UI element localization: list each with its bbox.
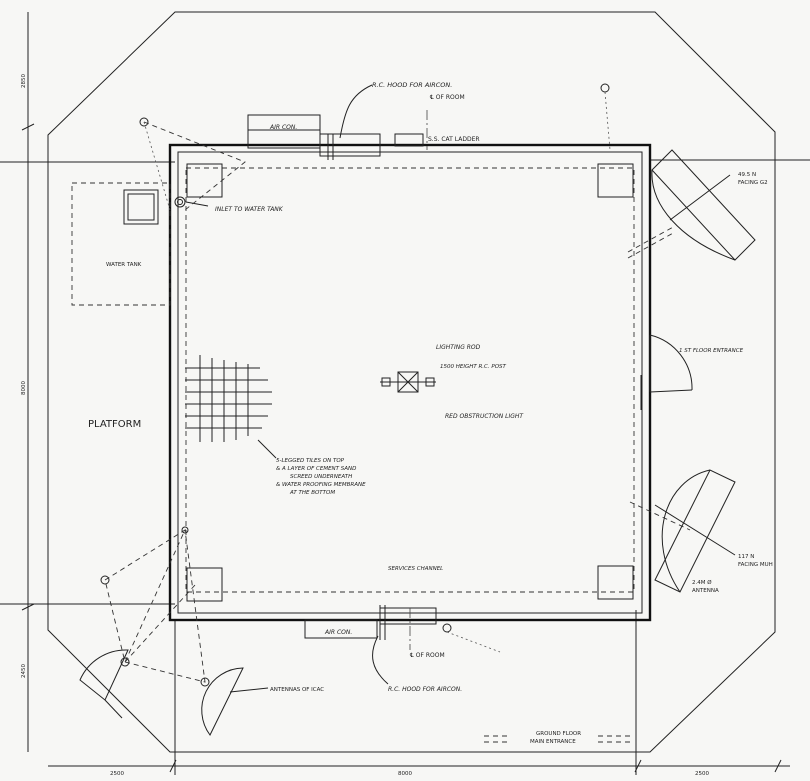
water-tank-hatch [123,189,159,225]
label-red-light: RED OBSTRUCTION LIGHT [445,413,524,420]
column-bottom-left [186,567,223,602]
water-tank-hatch-inner [127,193,155,221]
label-tiles-1: 5-LEGGED TILES ON TOP [276,458,345,464]
label-air-con-bottom: AIR CON. [324,629,352,636]
cable-route [143,121,246,211]
label-first-floor-entrance: 1 ST FLOOR ENTRANCE [679,348,744,354]
label-cl-room-top: ℄ OF ROOM [430,94,465,101]
dim-tick [21,603,35,611]
leader-rc-hood-bottom [372,635,389,685]
antenna-node-bottom [442,623,452,633]
label-tiles-5: AT THE BOTTOM [289,490,335,496]
tile-grid [185,355,272,442]
inlet-pipe-core [177,199,183,205]
label-icac-antennas: ANTENNAS OF ICAC [270,687,324,693]
leader-icac [229,687,269,693]
platform-outline [47,11,776,753]
dimension-left-top: 2850 [21,74,27,88]
label-water-tank: WATER TANK [106,262,142,268]
label-tiles-2: & A LAYER OF CEMENT SAND [276,466,356,472]
label-cat-ladder: S.S. CAT LADDER [428,136,480,143]
label-rc-post: 1500 HEIGHT R.C. POST [440,364,507,370]
label-rc-hood-bottom: R.C. HOOD FOR AIRCON. [388,686,462,693]
water-tank-outline [71,182,171,306]
dimension-bottom-right: 2500 [695,771,709,777]
rc-hood-bottom [379,607,437,625]
leader-inlet [185,201,209,207]
label-lighting-rod: LIGHTING ROD [436,344,481,351]
icac-antennas [79,526,244,736]
dish-antenna-bottom [629,469,736,593]
leader-tiles [257,439,277,459]
label-services-channel: SERVICES CHANNEL [388,566,443,572]
dimension-bottom-left: 2500 [110,771,124,777]
column-top-right [597,163,634,198]
door-swing-first-floor [649,334,693,391]
label-tiles-4: & WATER PROOFING MEMBRANE [276,482,366,488]
antenna-node-top-left [139,117,149,127]
label-dish-bottom-1: 117 N [738,554,754,560]
red-light-icon [381,377,391,387]
cable-route [604,91,611,151]
door-sill [649,389,693,393]
column-bottom-right [597,565,634,600]
dimension-left-mid: 8000 [21,381,27,395]
label-dish-top-2: FACING G2 [738,180,768,186]
cable-route [143,121,171,211]
label-platform: PLATFORM [88,419,141,430]
dim-tick [21,123,35,131]
inlet-pipe-icon [174,196,186,208]
label-antenna-2: ANTENNA [692,588,719,594]
dimension-left-bottom: 2450 [21,664,27,678]
label-cl-room-bottom: ℄ OF ROOM [410,652,445,659]
label-tiles-3: SCREED UNDERNEATH [290,474,352,480]
rc-hood-top [319,133,381,157]
air-con-unit-top [247,114,321,149]
label-dish-bottom-2: FACING MUH [738,562,773,568]
antenna-node-top-right [600,83,610,93]
dim-tick [774,759,782,773]
label-rc-hood-top: R.C. HOOD FOR AIRCON. [372,81,452,89]
cable-route [446,631,501,653]
column-top-left [186,163,223,198]
label-inlet: INLET TO WATER TANK [215,206,284,213]
label-ground-floor-1: GROUND FLOOR [536,731,581,737]
dish-antenna-top [627,149,756,261]
air-con-unit-bottom [304,619,378,639]
red-light-icon [425,377,435,387]
label-dish-top-1: 49.5 N [738,172,756,178]
label-air-con-top: AIR CON. [269,124,297,131]
dimension-bottom-mid: 8000 [398,771,412,777]
cat-ladder [394,133,424,147]
leader-rc-hood [339,84,373,139]
label-antenna-1: 2.4M Ø [692,579,712,586]
label-ground-floor-2: MAIN ENTRANCE [530,739,576,745]
